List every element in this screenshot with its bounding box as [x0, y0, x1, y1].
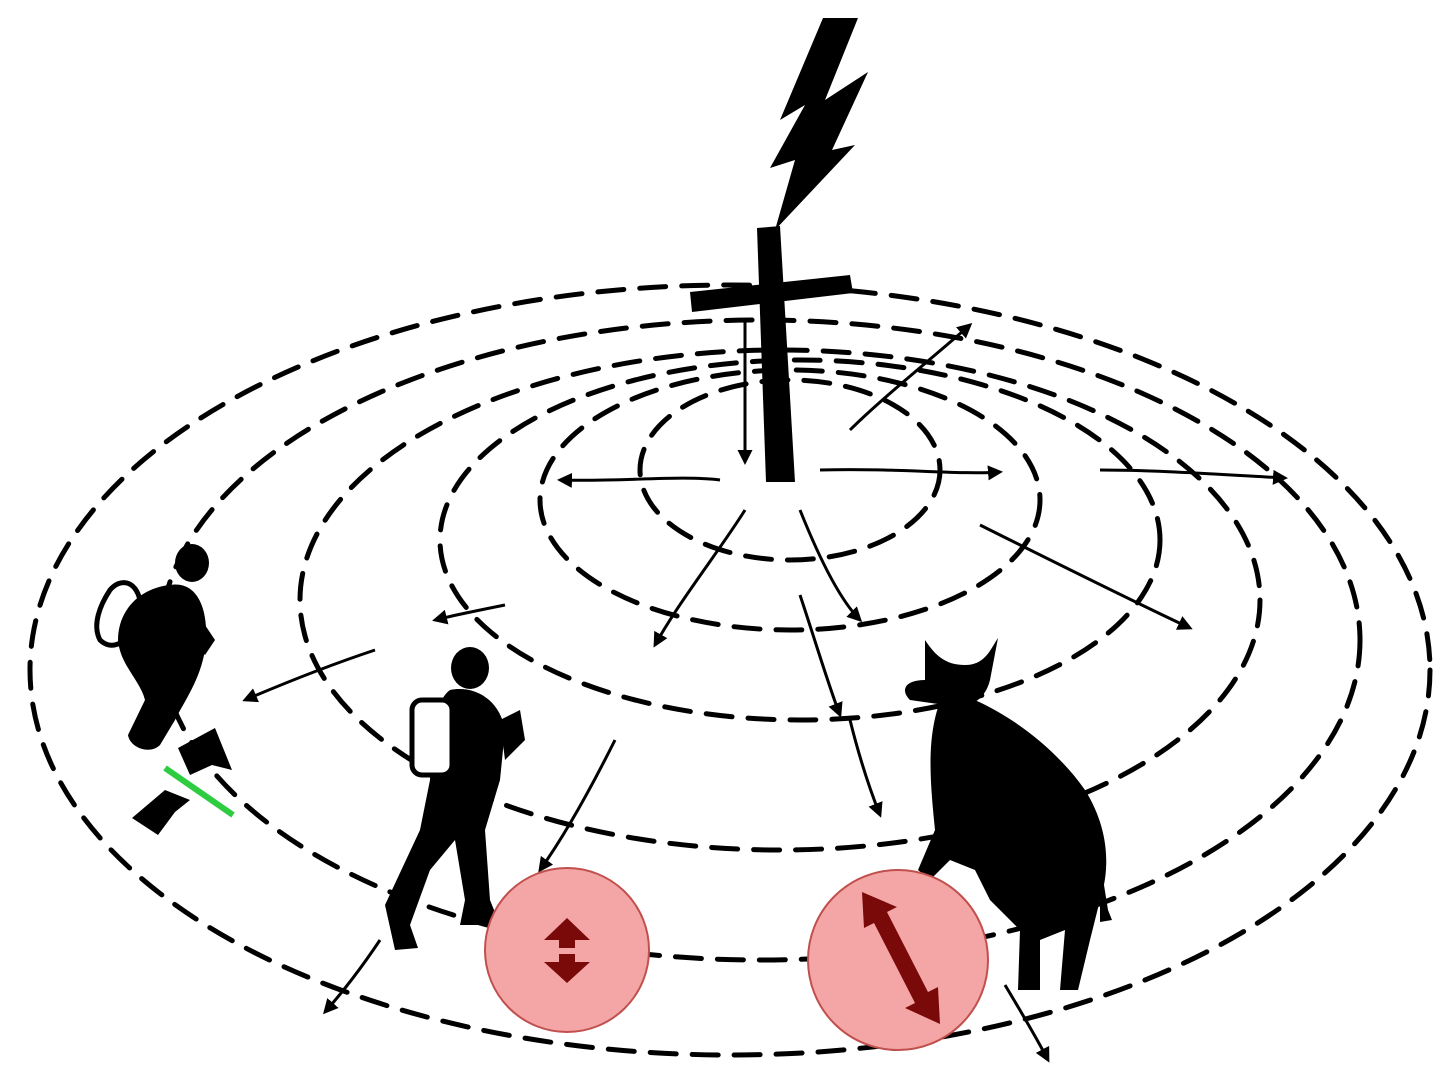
walker-head [451, 647, 489, 689]
small-zone-circle [485, 868, 649, 1032]
walker-backpack [412, 700, 452, 775]
small-step-voltage-zone [485, 868, 649, 1032]
large-step-voltage-zone [808, 870, 988, 1050]
kneeler-head [175, 544, 209, 582]
